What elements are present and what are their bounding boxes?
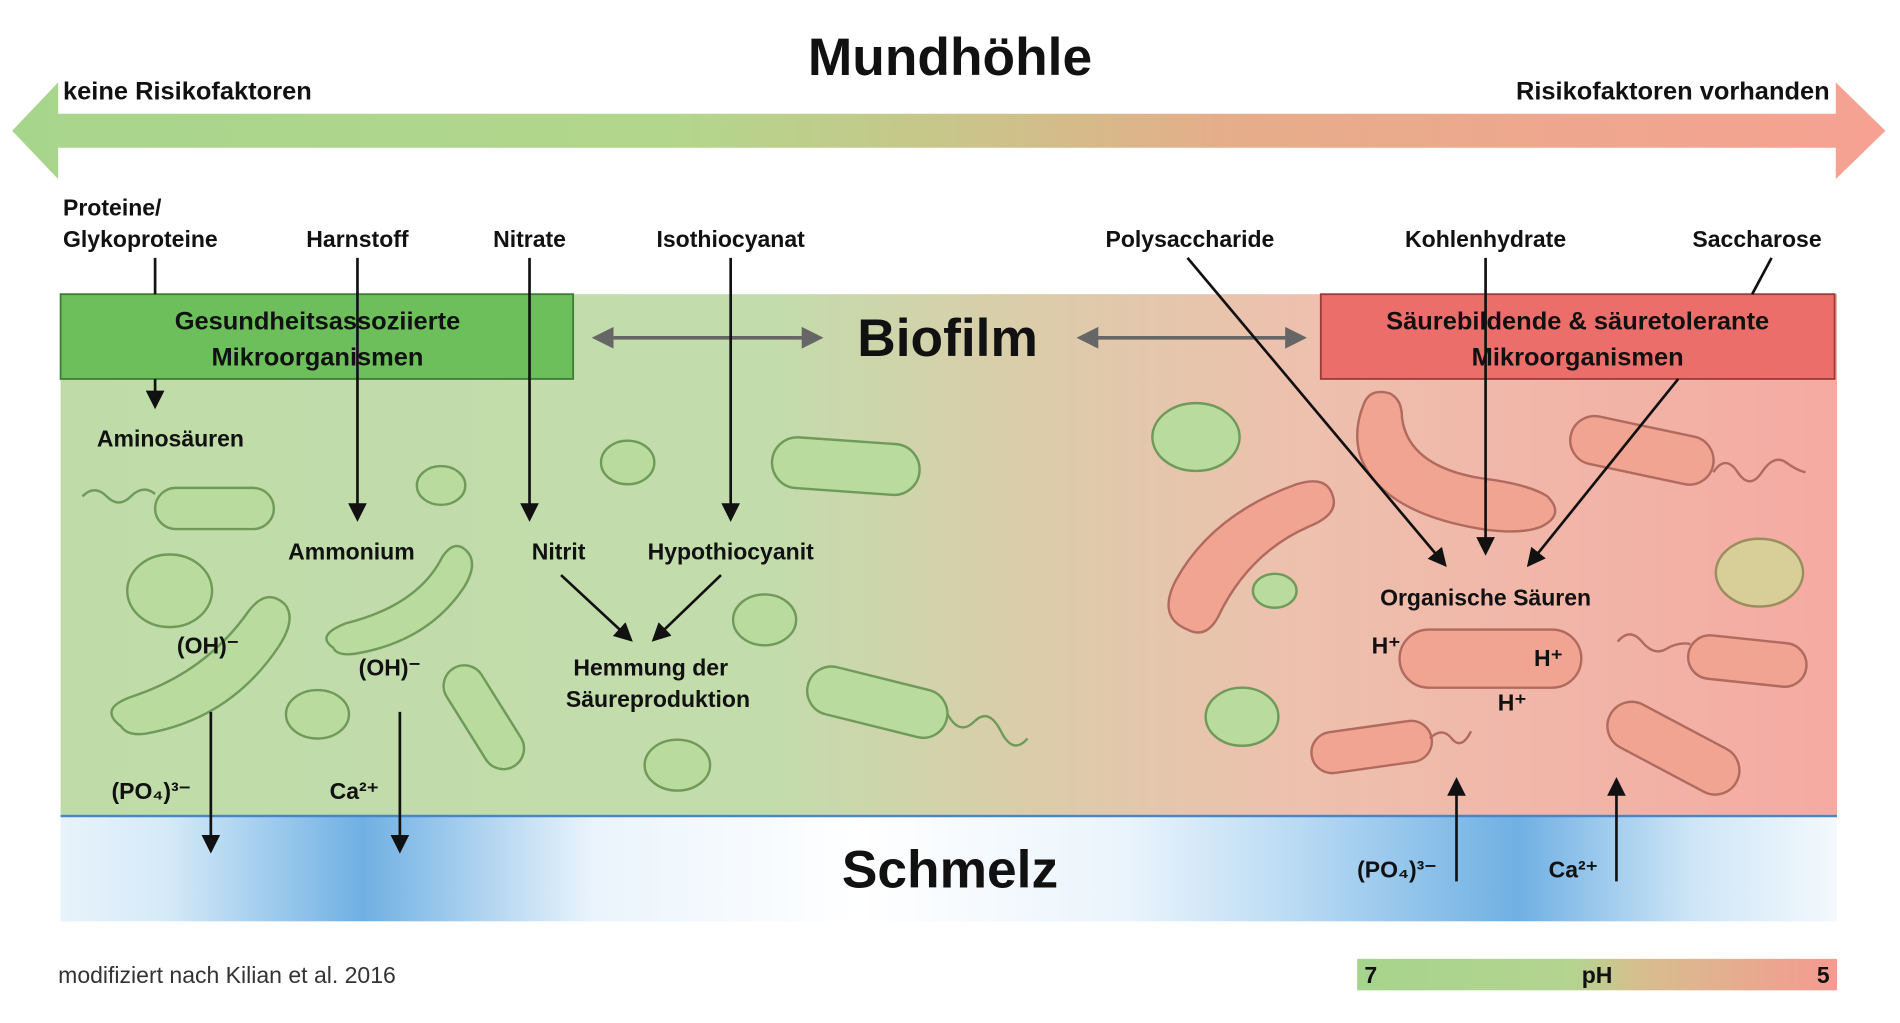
- input-kohlenhydrate: Kohlenhydrate: [1405, 226, 1566, 252]
- biofilm-label: Biofilm: [857, 309, 1038, 368]
- bacterium: [110, 595, 291, 736]
- input-harnstoff: Harnstoff: [306, 226, 409, 252]
- bacterium: [1606, 700, 1741, 796]
- health-box-line1: Gesundheitsassoziierte: [175, 307, 461, 335]
- bacterium: [599, 439, 656, 486]
- risk-arrow: [12, 82, 1886, 180]
- input-nitrate: Nitrate: [493, 226, 566, 252]
- arrows-left: [145, 257, 741, 854]
- label-ca-left: Ca²⁺: [330, 778, 379, 804]
- health-microorganisms-box: [59, 293, 575, 380]
- bacterium: [1310, 719, 1434, 775]
- bacterium: [1167, 480, 1336, 634]
- bacterium: [442, 664, 526, 771]
- health-box-line2: Mikroorganismen: [211, 344, 423, 372]
- bacterium: [770, 436, 921, 497]
- label-nitrit: Nitrit: [532, 538, 586, 564]
- label-hypothiocyanit: Hypothiocyanit: [648, 538, 815, 564]
- flagellum: [946, 713, 1029, 747]
- flagellum: [1616, 633, 1691, 653]
- enamel-label: Schmelz: [842, 840, 1058, 899]
- input-saccharose: Saccharose: [1692, 226, 1821, 252]
- risk-label-left: keine Risikofaktoren: [63, 77, 312, 105]
- label-h-plus-3: H⁺: [1498, 690, 1527, 716]
- label-oh-2: (OH)⁻: [359, 655, 421, 681]
- label-po4-right: (PO₄)³⁻: [1357, 857, 1436, 883]
- label-h-plus-1: H⁺: [1372, 633, 1401, 659]
- bacterium: [805, 665, 949, 740]
- risk-label-right: Risikofaktoren vorhanden: [1516, 77, 1830, 105]
- input-glykoproteine: Glykoproteine: [63, 226, 218, 252]
- label-h-plus-2: H⁺: [1534, 645, 1563, 671]
- label-organische-saeuren: Organische Säuren: [1380, 584, 1591, 610]
- input-isothiocyanat: Isothiocyanat: [657, 226, 806, 252]
- page-title: Mundhöhle: [808, 28, 1092, 87]
- label-ca-right: Ca²⁺: [1549, 857, 1598, 883]
- label-oh-1: (OH)⁻: [177, 633, 239, 659]
- acid-box-line1: Säurebildende & säuretolerante: [1386, 307, 1769, 335]
- bacterium: [731, 593, 798, 647]
- label-hemmung-line2: Säureproduktion: [566, 686, 750, 712]
- ph-scale-bar: [1357, 958, 1837, 991]
- flagellum: [81, 488, 156, 504]
- label-hemmung-line1: Hemmung der: [573, 655, 728, 681]
- bacterium: [1398, 628, 1583, 689]
- bacterium: [325, 544, 474, 656]
- flagellum: [1428, 730, 1473, 745]
- input-polysaccharide: Polysaccharide: [1106, 226, 1275, 252]
- bacteria-green: [81, 401, 1298, 792]
- label-aminosaeuren: Aminosäuren: [97, 426, 244, 452]
- bacterium: [126, 553, 214, 629]
- bacterium: [1251, 572, 1298, 609]
- acid-box-line2: Mikroorganismen: [1472, 344, 1684, 372]
- bacterium: [1151, 401, 1241, 473]
- ph-scale-label: pH: [1582, 962, 1613, 988]
- bacterium: [1714, 537, 1805, 608]
- bacterium: [415, 464, 467, 507]
- bacterium: [284, 688, 351, 740]
- ph-scale-left: 7: [1364, 962, 1377, 988]
- label-ammonium: Ammonium: [288, 538, 415, 564]
- label-po4-left: (PO₄)³⁻: [111, 778, 190, 804]
- arrows-right: [1186, 257, 1773, 882]
- flagellum: [1712, 458, 1806, 483]
- acid-microorganisms-box: [1319, 293, 1836, 380]
- bacterium: [643, 738, 712, 792]
- ph-scale-right: 5: [1817, 962, 1830, 988]
- citation: modifiziert nach Kilian et al. 2016: [58, 962, 396, 988]
- bacterium: [153, 486, 276, 531]
- enamel-region: [60, 814, 1837, 922]
- bacterium: [1204, 686, 1280, 747]
- bacterium: [1686, 634, 1808, 688]
- input-proteine-line1: Proteine/: [63, 195, 162, 221]
